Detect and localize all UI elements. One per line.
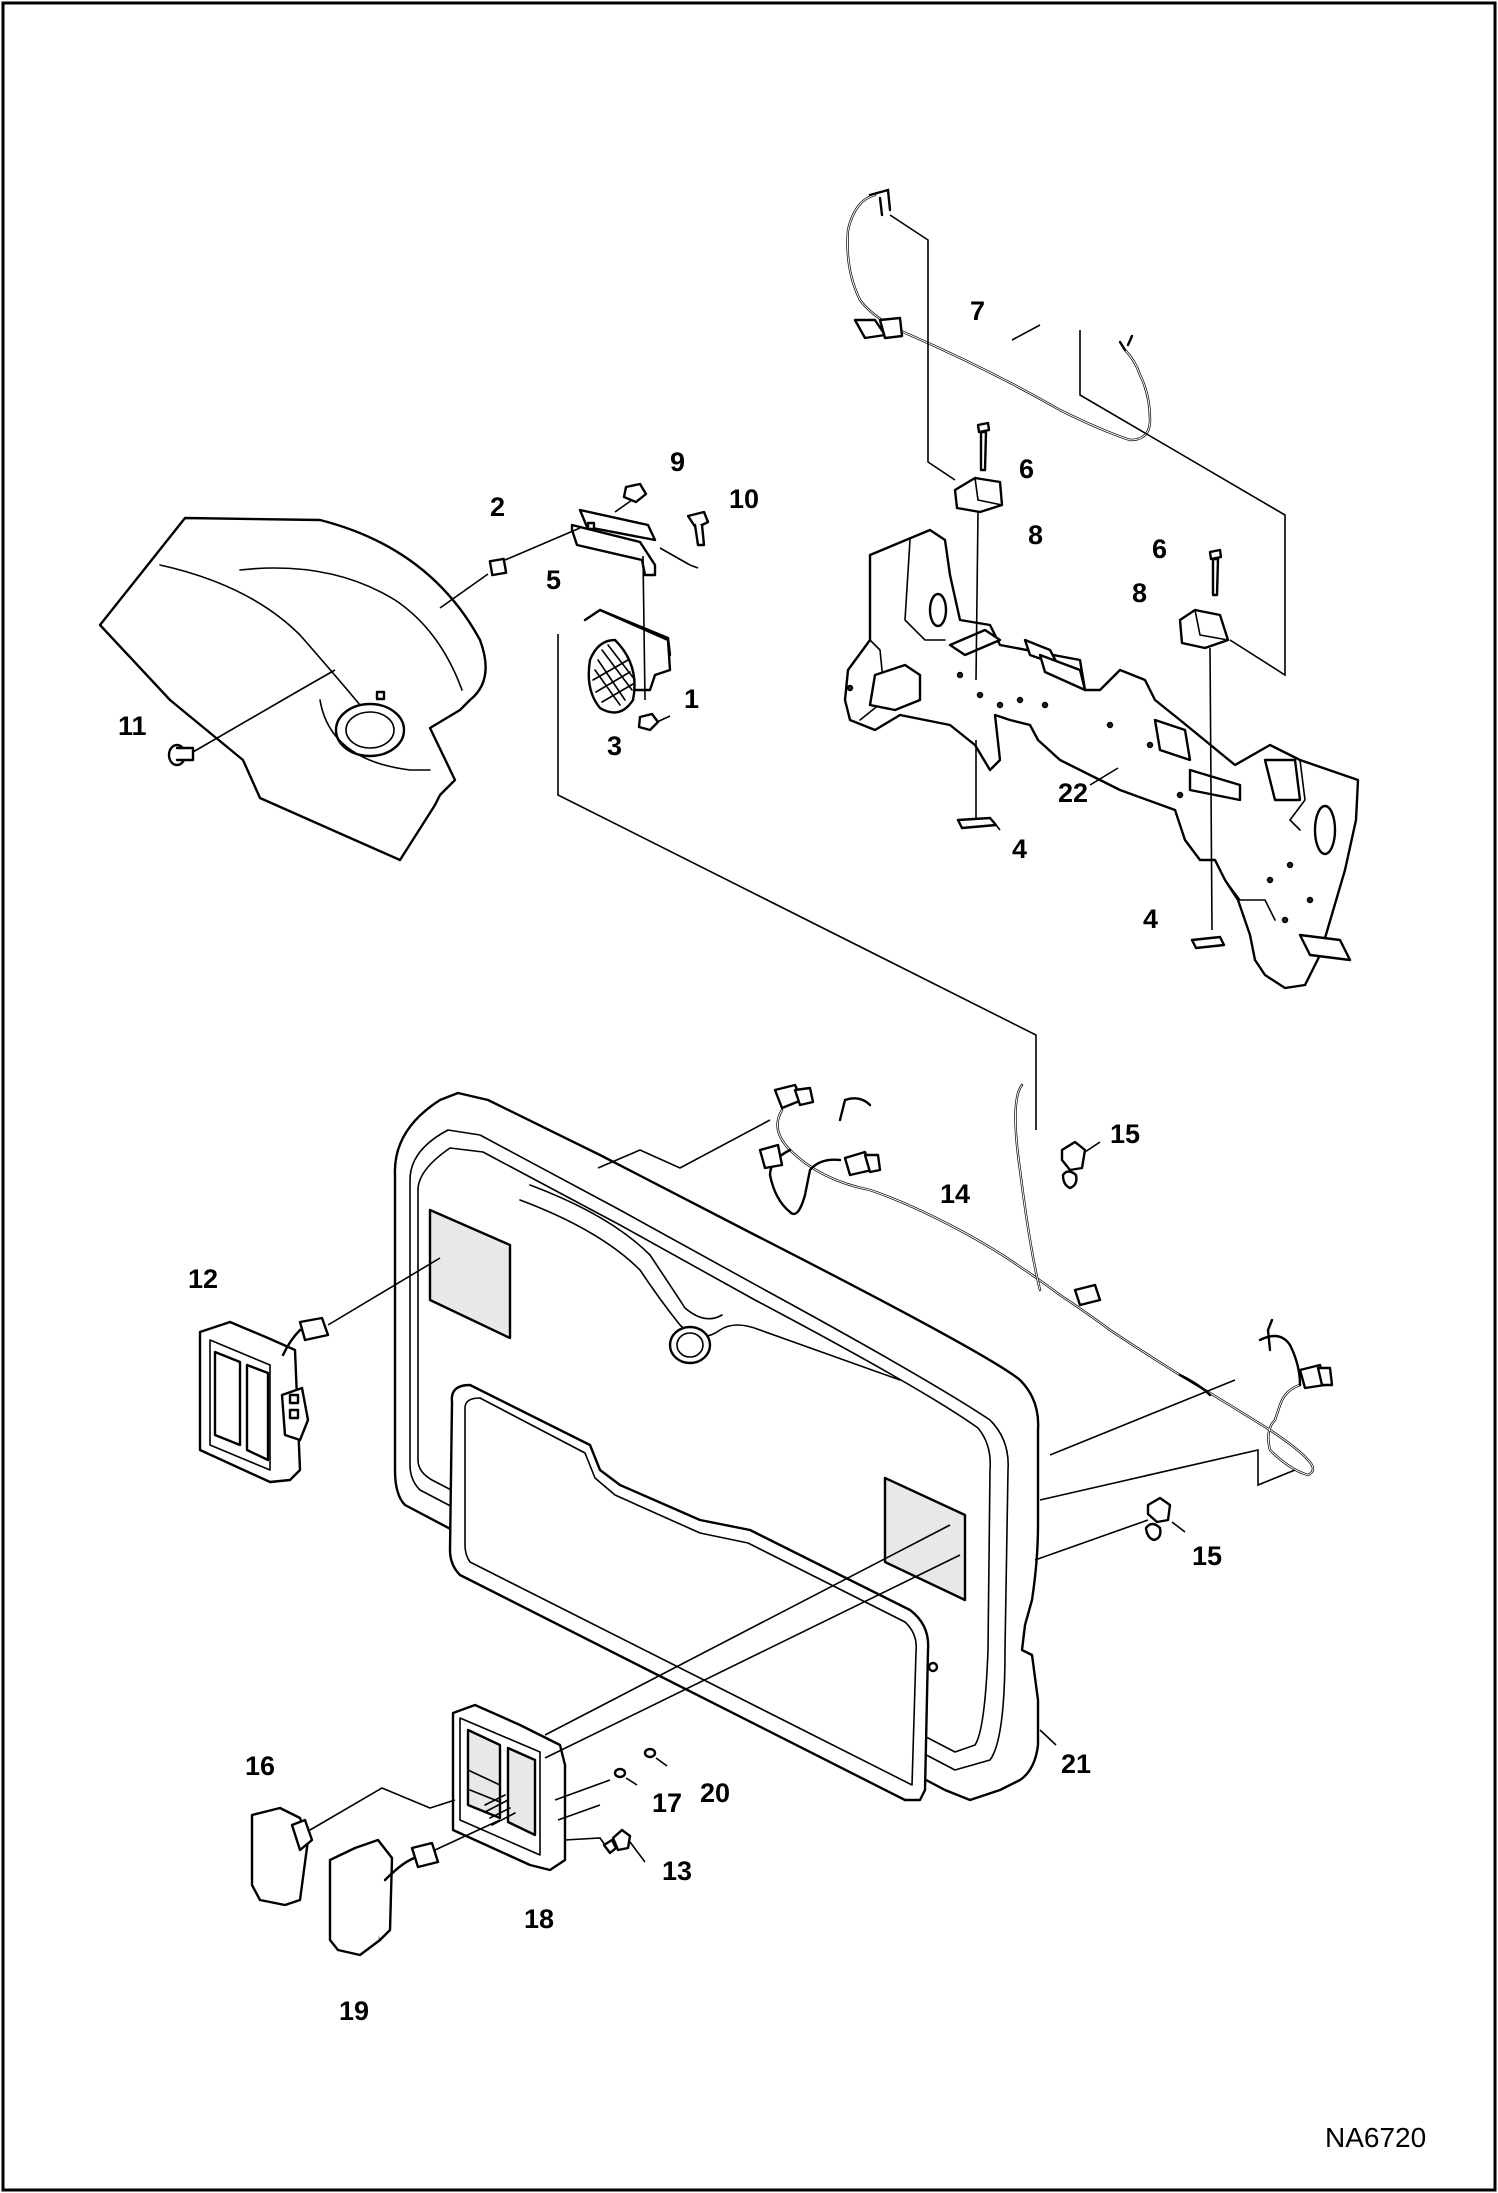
callout-14: 14 bbox=[940, 1179, 970, 1209]
side-panel bbox=[98, 516, 487, 862]
nut-9-icon bbox=[622, 482, 648, 504]
mounting-plate-22 bbox=[843, 528, 1360, 990]
nut-4-left-icon bbox=[956, 816, 998, 830]
clip-15-bottom-icon bbox=[1144, 1496, 1172, 1542]
callout-15b: 15 bbox=[1192, 1541, 1222, 1571]
nut-4-right-icon bbox=[1190, 935, 1226, 950]
callout-13: 13 bbox=[662, 1856, 692, 1886]
lamp-19 bbox=[328, 1838, 440, 1957]
bolt-11-icon bbox=[167, 743, 195, 767]
callout-4a: 4 bbox=[1012, 834, 1027, 864]
bolt-10-icon bbox=[686, 510, 710, 547]
washer-20-icon bbox=[643, 1747, 657, 1759]
callout-2: 2 bbox=[490, 492, 505, 522]
harness-14 bbox=[768, 1083, 1315, 1477]
callout-labels: 1 2 3 4 4 5 6 6 7 8 8 9 10 11 12 13 14 1… bbox=[118, 296, 1222, 2026]
callout-7: 7 bbox=[970, 296, 985, 326]
callout-11: 11 bbox=[118, 711, 147, 741]
callout-18: 18 bbox=[524, 1904, 554, 1934]
callout-8a: 8 bbox=[1028, 520, 1043, 550]
callout-12: 12 bbox=[188, 1264, 218, 1294]
clip-13-icon bbox=[602, 1828, 632, 1855]
bracket-5 bbox=[570, 508, 657, 577]
figure-id: NA6720 bbox=[1325, 2122, 1426, 2153]
callout-21: 21 bbox=[1061, 1749, 1091, 1779]
callout-19: 19 bbox=[339, 1996, 369, 2026]
washer-17-icon bbox=[613, 1767, 627, 1779]
clip-15-top-icon bbox=[1060, 1140, 1087, 1190]
harness-7 bbox=[846, 188, 1152, 442]
callout-20: 20 bbox=[700, 1778, 730, 1808]
callout-4b: 4 bbox=[1143, 904, 1158, 934]
cap-16 bbox=[250, 1806, 314, 1907]
callout-1: 1 bbox=[684, 684, 699, 714]
callout-9: 9 bbox=[670, 447, 685, 477]
callout-3: 3 bbox=[607, 731, 622, 761]
callout-17: 17 bbox=[652, 1788, 682, 1818]
callout-16: 16 bbox=[245, 1751, 275, 1781]
callout-22: 22 bbox=[1058, 778, 1088, 808]
nut-2-icon bbox=[488, 557, 508, 577]
switch-12 bbox=[198, 1316, 330, 1484]
callout-15a: 15 bbox=[1110, 1119, 1140, 1149]
callout-6a: 6 bbox=[1019, 454, 1034, 484]
clip-8-left-icon bbox=[953, 476, 1004, 514]
switch-housing-18 bbox=[451, 1703, 567, 1872]
bolt-6-right-icon bbox=[1208, 548, 1223, 597]
bolt-6-left-icon bbox=[976, 421, 991, 472]
callout-6b: 6 bbox=[1152, 534, 1167, 564]
horn-3 bbox=[583, 608, 672, 714]
nut-1-icon bbox=[637, 712, 660, 732]
callout-10: 10 bbox=[729, 484, 759, 514]
callout-8b: 8 bbox=[1132, 578, 1147, 608]
clip-8-right-icon bbox=[1178, 608, 1230, 650]
callout-5: 5 bbox=[546, 565, 561, 595]
panel-21 bbox=[393, 1091, 1040, 1802]
